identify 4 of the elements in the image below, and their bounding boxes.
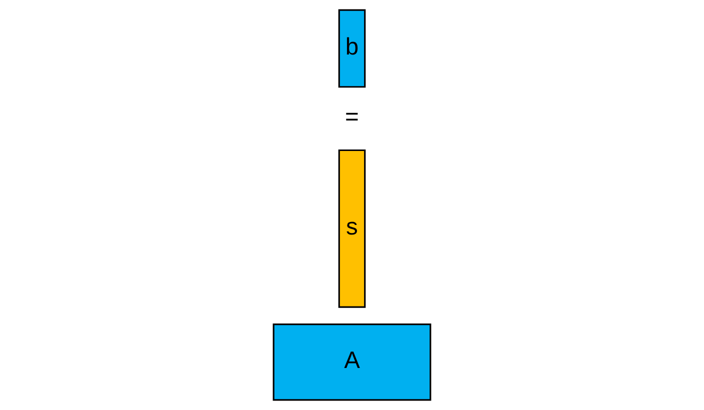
node-box: s (338, 149, 366, 308)
label: = (345, 104, 359, 131)
node-box: A (272, 324, 432, 401)
node-box: b (338, 9, 366, 88)
